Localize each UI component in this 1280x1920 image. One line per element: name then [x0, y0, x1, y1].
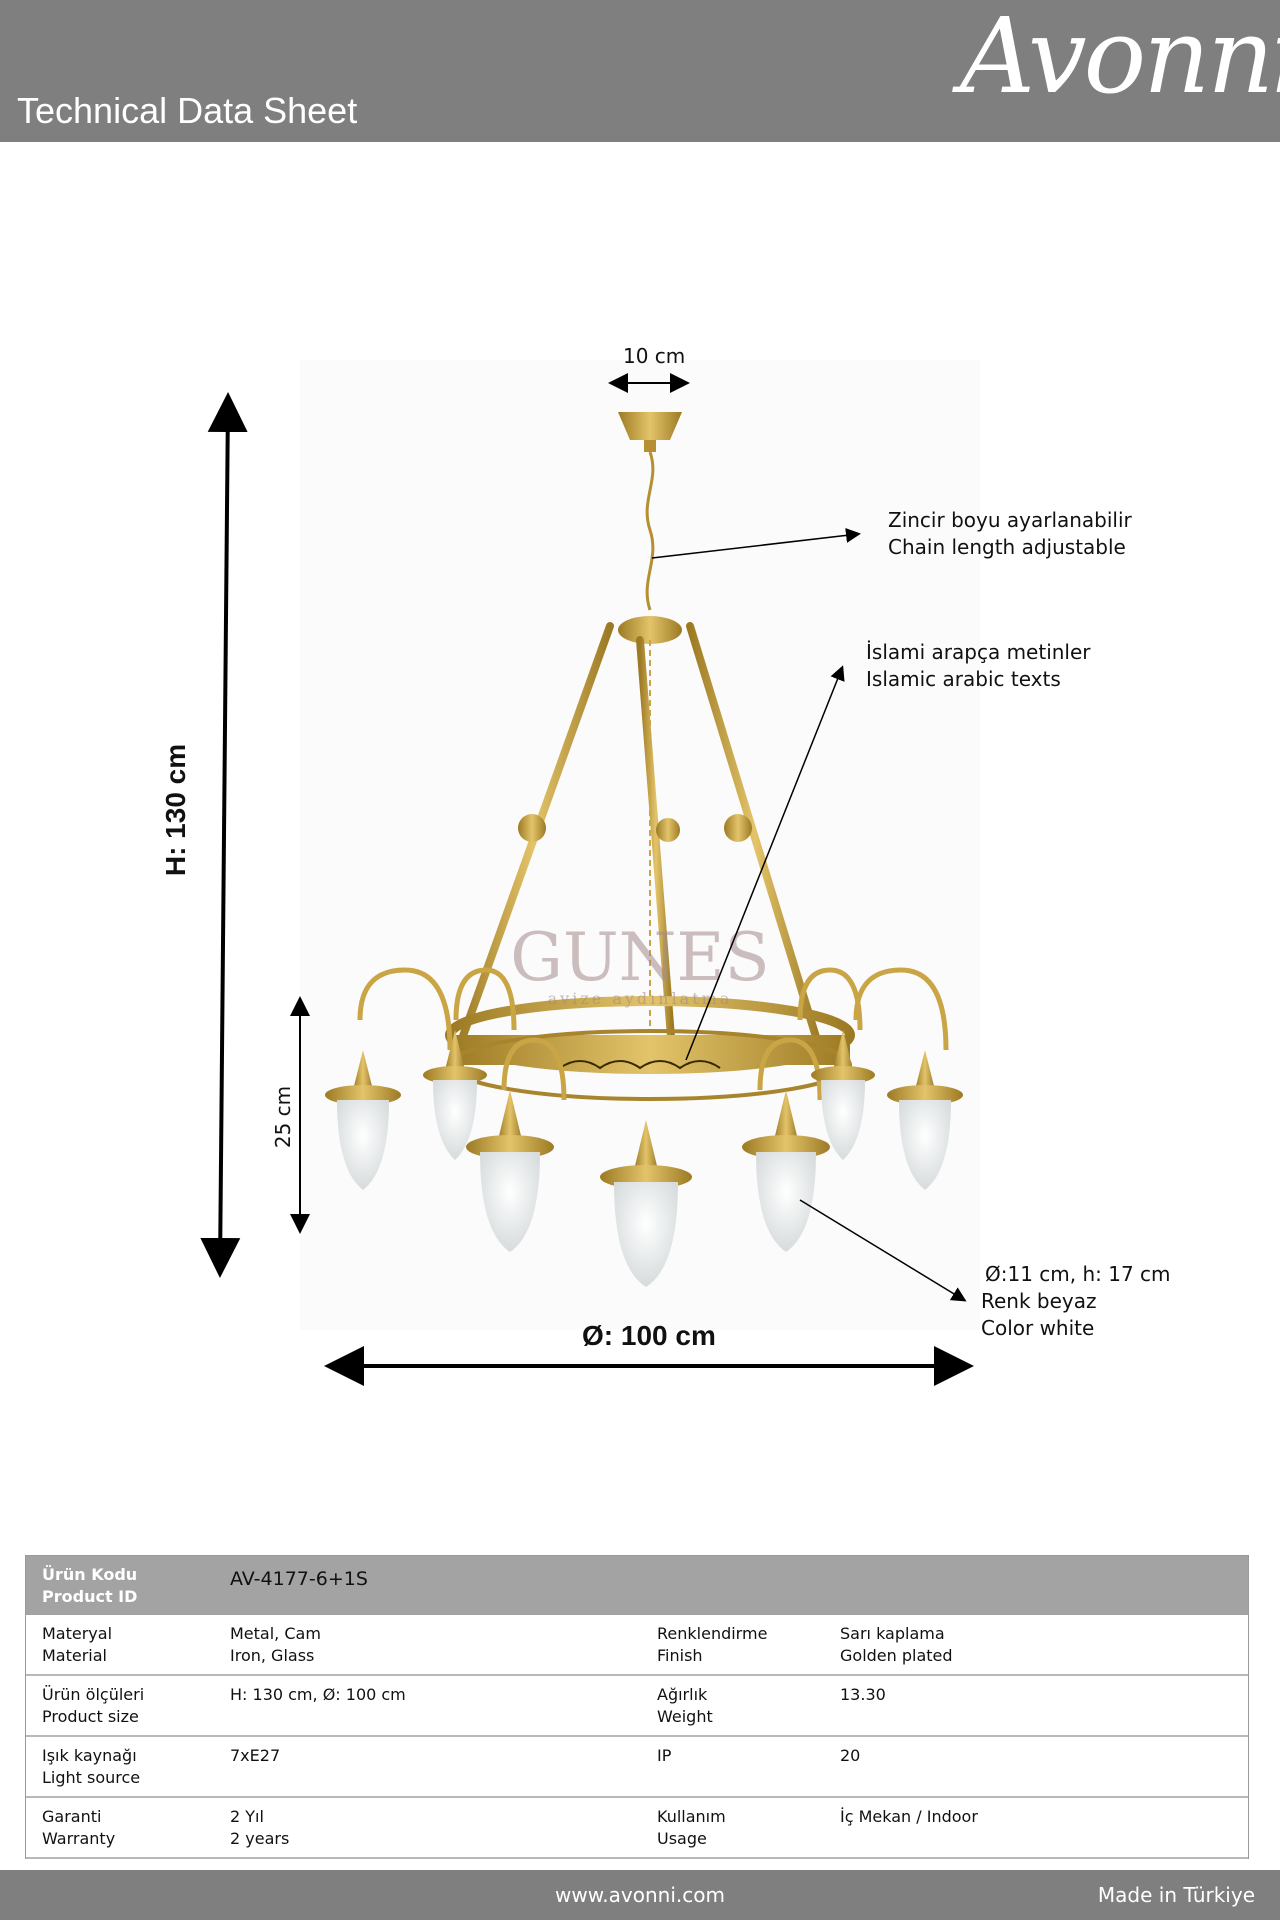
spec-value: 2 Yıl: [230, 1807, 264, 1826]
spec-key: Garanti: [42, 1807, 102, 1826]
spec-key: Weight: [657, 1707, 713, 1726]
spec-key: Materyal: [42, 1624, 113, 1643]
spec-value: H: 130 cm, Ø: 100 cm: [230, 1685, 406, 1704]
spec-key: Product size: [42, 1707, 139, 1726]
callout-texts-en: Islamic arabic texts: [866, 667, 1061, 691]
spec-table: Ürün Kodu Product ID AV-4177-6+1S Matery…: [25, 1555, 1249, 1859]
top-hub: [618, 616, 682, 644]
spec-value: 13.30: [840, 1685, 886, 1704]
spec-key: Renklendirme: [657, 1624, 768, 1643]
top-width-label: 10 cm: [623, 344, 686, 368]
chain: [645, 451, 655, 611]
spec-key: Warranty: [42, 1829, 116, 1848]
callout-glass-size: Ø:11 cm, h: 17 cm: [985, 1262, 1171, 1286]
spec-key: Product ID: [42, 1587, 138, 1606]
ceiling-canopy: [618, 412, 682, 440]
page-title: Technical Data Sheet: [17, 90, 358, 131]
footer-bar: www.avonni.com Made in Türkiye: [0, 1870, 1280, 1920]
callout-line-chain: [651, 527, 861, 559]
spec-value: İç Mekan / Indoor: [840, 1807, 978, 1826]
watermark-main: GUNES: [510, 919, 770, 996]
spec-value: Iron, Glass: [230, 1646, 315, 1665]
callout-chain-en: Chain length adjustable: [888, 535, 1126, 559]
spec-row-product-id: Ürün Kodu Product ID AV-4177-6+1S: [26, 1556, 1248, 1615]
spec-key: Light source: [42, 1768, 141, 1787]
spec-value: Metal, Cam: [230, 1624, 321, 1643]
spec-key: Ağırlık: [657, 1685, 708, 1704]
watermark-sub: avize aydınlatma: [548, 989, 733, 1008]
callout-line-glass: [799, 1199, 967, 1302]
spec-key: Ürün ölçüleri: [42, 1685, 145, 1704]
product-id-value: AV-4177-6+1S: [230, 1568, 368, 1590]
spec-value: 20: [840, 1746, 861, 1765]
product-figure: GUNES avize aydınlatma 10 cm H: 130 cm 2…: [0, 330, 1280, 1410]
spec-key: Işık kaynağı: [42, 1746, 137, 1765]
spec-key: Usage: [657, 1829, 707, 1848]
height-label: H: 130 cm: [160, 743, 192, 877]
callout-chain-tr: Zincir boyu ayarlanabilir: [888, 508, 1132, 532]
spec-key: IP: [657, 1746, 672, 1765]
website-link[interactable]: www.avonni.com: [555, 1883, 725, 1907]
header-bar: Technical Data Sheet Avonni: [0, 0, 1280, 142]
callout-glass-color-tr: Renk beyaz: [981, 1289, 1097, 1313]
chandelier-drawing: GUNES avize aydınlatma: [200, 360, 980, 1386]
spec-key: Finish: [657, 1646, 703, 1665]
brand-logo: Avonni: [960, 0, 1280, 117]
callout-line-texts: [685, 665, 845, 1061]
callout-texts-tr: İslami arapça metinler: [866, 640, 1091, 664]
spec-value: Golden plated: [840, 1646, 953, 1665]
spec-value: Sarı kaplama: [840, 1624, 945, 1643]
lamp-shades: [325, 1030, 963, 1287]
lamp-height-label: 25 cm: [271, 1085, 296, 1149]
spec-key: Material: [42, 1646, 107, 1665]
height-arrow: [200, 392, 248, 1278]
spec-value: 2 years: [230, 1829, 290, 1848]
spec-key: Ürün Kodu: [42, 1565, 138, 1584]
spec-key: Kullanım: [657, 1807, 726, 1826]
spec-value: 7xE27: [230, 1746, 281, 1765]
diameter-label: Ø: 100 cm: [582, 1320, 716, 1351]
callout-glass-color-en: Color white: [981, 1316, 1095, 1340]
made-in-label: Made in Türkiye: [1097, 1883, 1255, 1907]
